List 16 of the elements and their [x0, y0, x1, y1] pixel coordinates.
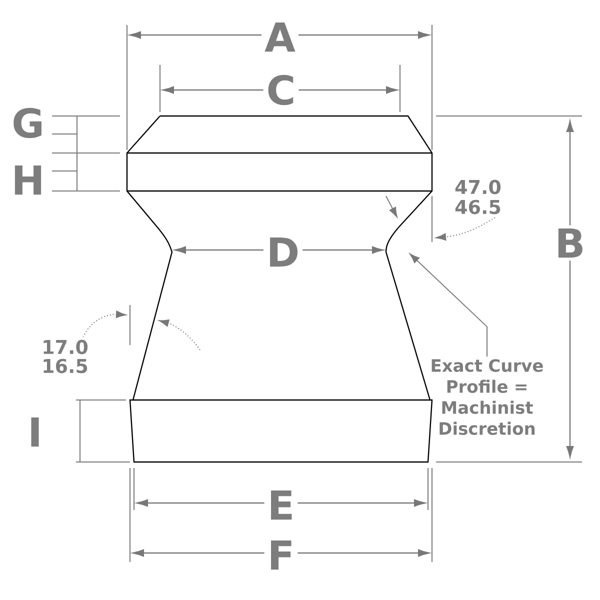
dimension-letter: D: [263, 234, 303, 270]
note-text: Exact Curve Profile = Machinist Discretion: [432, 359, 543, 435]
angle-value: 16.5: [38, 356, 92, 376]
dimension-letter: E: [264, 487, 298, 523]
dimension-letter: F: [264, 537, 298, 573]
neck-curve: [385, 228, 398, 252]
dimension-letter: H: [8, 162, 48, 198]
angle-value: 46.5: [452, 196, 504, 218]
leader-line: [410, 253, 488, 358]
dimension-letter: B: [552, 225, 588, 261]
dimension-letter: C: [263, 72, 299, 108]
angle-value: 17.0: [38, 336, 92, 358]
dimension-letter: G: [8, 104, 48, 142]
dimension-letter: A: [262, 19, 298, 55]
angle-value: 47.0: [452, 176, 504, 198]
dimension-letter: I: [24, 414, 46, 450]
